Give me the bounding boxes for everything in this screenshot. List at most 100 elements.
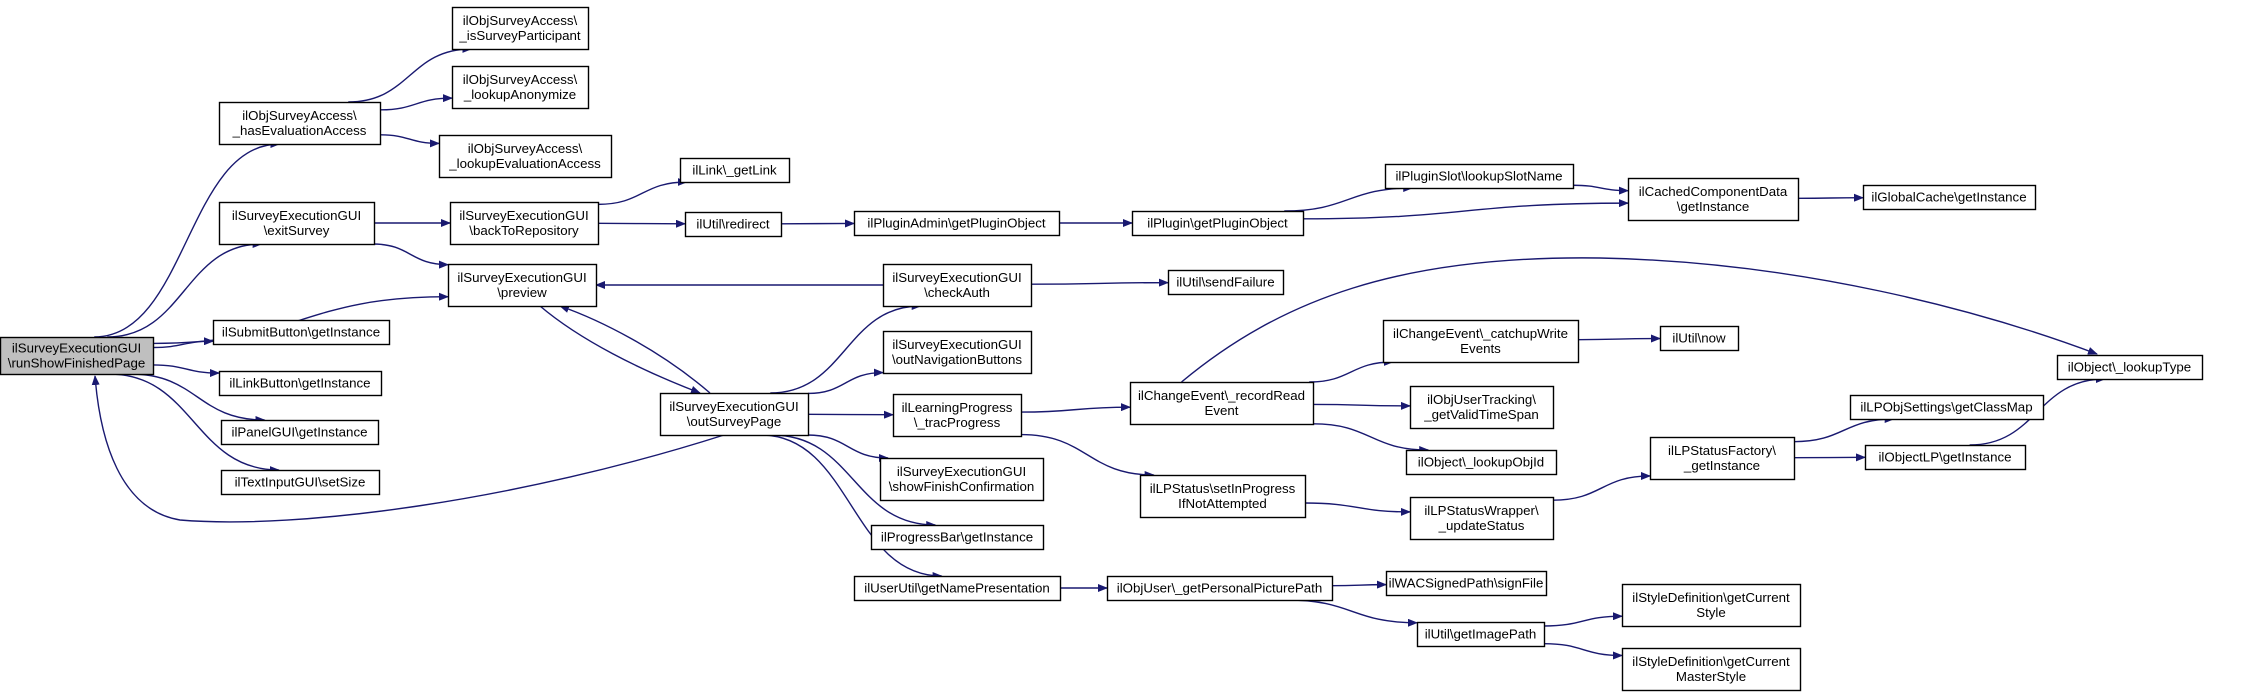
node-label: MasterStyle xyxy=(1676,669,1746,684)
edge-imagePath-to-curMaster xyxy=(1543,642,1623,660)
node-namePres[interactable]: ilUserUtil\getNamePresentation xyxy=(853,575,1062,602)
node-label: ilSurveyExecutionGUI xyxy=(12,341,141,356)
node-getLink[interactable]: ilLink\_getLink xyxy=(679,157,791,184)
node-lookEval[interactable]: ilObjSurveyAccess\_lookupEvaluationAcces… xyxy=(438,134,613,179)
node-box xyxy=(659,392,810,437)
node-label: \runShowFinishedPage xyxy=(8,356,146,371)
node-tracProgress[interactable]: ilLearningProgress\_tracProgress xyxy=(892,393,1023,438)
node-label: ilSurveyExecutionGUI xyxy=(897,464,1026,479)
node-box xyxy=(449,201,600,246)
node-label: \exitSurvey xyxy=(264,223,330,238)
node-hasEval[interactable]: ilObjSurveyAccess\_hasEvaluationAccess xyxy=(218,101,382,146)
node-cachedComp[interactable]: ilCachedComponentData\getInstance xyxy=(1627,177,1800,222)
node-box xyxy=(1139,474,1307,519)
node-panelGUI[interactable]: ilPanelGUI\getInstance xyxy=(220,419,380,446)
node-lookAnon[interactable]: ilObjSurveyAccess\_lookupAnonymize xyxy=(451,65,590,110)
node-utilNow[interactable]: ilUtil\now xyxy=(1659,325,1740,352)
node-root[interactable]: ilSurveyExecutionGUI\runShowFinishedPage xyxy=(0,336,155,376)
node-box xyxy=(882,330,1033,375)
node-label: ilPluginSlot\lookupSlotName xyxy=(1395,169,1562,184)
edge-line xyxy=(1543,612,1623,627)
edge-line xyxy=(597,178,688,206)
node-label: ilSurveyExecutionGUI xyxy=(669,399,798,414)
node-box xyxy=(438,134,613,179)
node-submitBtn[interactable]: ilSubmitButton\getInstance xyxy=(212,319,391,346)
node-box xyxy=(1385,570,1548,597)
node-globalCache[interactable]: ilGlobalCache\getInstance xyxy=(1862,184,2037,211)
node-box xyxy=(1129,381,1315,426)
node-label: ilUtil\redirect xyxy=(696,217,769,232)
node-textInput[interactable]: ilTextInputGUI\setSize xyxy=(220,469,381,496)
node-label: ilTextInputGUI\setSize xyxy=(235,475,366,490)
edge-hasEval-to-lookEval xyxy=(379,134,440,148)
node-box xyxy=(879,457,1045,502)
edge-recordRead-to-validTime xyxy=(1312,401,1411,410)
node-updateStatus[interactable]: ilLPStatusWrapper\_updateStatus xyxy=(1409,496,1555,541)
node-personalPic[interactable]: ilObjUser\_getPersonalPicturePath xyxy=(1106,575,1334,602)
node-outSurveyPage[interactable]: ilSurveyExecutionGUI\outSurveyPage xyxy=(659,392,810,437)
node-box xyxy=(1131,210,1305,237)
edge-line xyxy=(1304,502,1411,516)
node-label: ilSurveyExecutionGUI xyxy=(459,208,588,223)
edge-root-to-panelGUI xyxy=(130,373,266,424)
node-progressBar[interactable]: ilProgressBar\getInstance xyxy=(870,524,1045,551)
edge-line xyxy=(1302,199,1629,220)
node-exitSurvey[interactable]: ilSurveyExecutionGUI\exitSurvey xyxy=(218,201,376,246)
node-lookupObjId[interactable]: ilObject\_lookupObjId xyxy=(1405,449,1558,476)
node-lookupSlot[interactable]: ilPluginSlot\lookupSlotName xyxy=(1384,163,1575,190)
edge-line xyxy=(1309,358,1394,383)
node-label: ilProgressBar\getInstance xyxy=(881,530,1033,545)
node-label: Events xyxy=(1460,341,1501,356)
edge-line xyxy=(772,434,937,529)
edge-personalPic-to-signFile xyxy=(1331,580,1387,589)
node-redirect[interactable]: ilUtil\redirect xyxy=(684,211,783,238)
node-preview[interactable]: ilSurveyExecutionGUI\preview xyxy=(447,263,598,308)
node-label: ilObject\_lookupObjId xyxy=(1418,455,1544,470)
node-box xyxy=(1862,184,2037,211)
node-label: _getValidTimeSpan xyxy=(1423,407,1539,422)
node-objectLP[interactable]: ilObjectLP\getInstance xyxy=(1864,444,2027,471)
node-getPluginObject[interactable]: ilPluginAdmin\getPluginObject xyxy=(853,210,1061,237)
node-backRepo[interactable]: ilSurveyExecutionGUI\backToRepository xyxy=(449,201,600,246)
edge-line xyxy=(1797,193,1864,202)
node-signFile[interactable]: ilWACSignedPath\signFile xyxy=(1385,570,1548,597)
node-box xyxy=(870,524,1045,551)
node-box xyxy=(1106,575,1334,602)
node-label: ilSurveyExecutionGUI xyxy=(232,208,361,223)
node-linkBtn[interactable]: ilLinkButton\getInstance xyxy=(218,370,383,397)
node-showFinish[interactable]: ilSurveyExecutionGUI\showFinishConfirmat… xyxy=(879,457,1045,502)
node-classMap[interactable]: ilLPObjSettings\getClassMap xyxy=(1849,394,2045,421)
node-label: \backToRepository xyxy=(469,223,579,238)
node-label: \showFinishConfirmation xyxy=(889,479,1035,494)
node-box xyxy=(1849,394,2045,421)
node-label: ilObjSurveyAccess\ xyxy=(468,141,583,156)
node-box xyxy=(853,210,1061,237)
node-box xyxy=(218,201,376,246)
edge-outSurveyPage-to-progressBar xyxy=(772,434,937,529)
node-lookupType[interactable]: ilObject\_lookupType xyxy=(2056,354,2204,381)
node-box xyxy=(2056,354,2204,381)
node-label: ilStyleDefinition\getCurrent xyxy=(1632,590,1790,605)
node-label: ilLinkButton\getInstance xyxy=(229,376,370,391)
node-label: _isSurveyParticipant xyxy=(458,28,581,43)
node-box xyxy=(451,65,590,110)
node-checkAuth[interactable]: ilSurveyExecutionGUI\checkAuth xyxy=(882,263,1033,308)
edge-line xyxy=(770,302,922,394)
node-box xyxy=(1621,583,1802,628)
node-lpFactory[interactable]: ilLPStatusFactory\_getInstance xyxy=(1649,436,1796,481)
node-outNavBtn[interactable]: ilSurveyExecutionGUI\outNavigationButton… xyxy=(882,330,1033,375)
node-label: ilLPStatusFactory\ xyxy=(1668,443,1776,458)
node-pluginGetPO[interactable]: ilPlugin\getPluginObject xyxy=(1131,210,1305,237)
edge-line xyxy=(372,243,449,269)
node-isPart[interactable]: ilObjSurveyAccess\_isSurveyParticipant xyxy=(451,6,590,51)
node-sendFailure[interactable]: ilUtil\sendFailure xyxy=(1167,269,1285,296)
node-label: ilChangeEvent\_catchupWrite xyxy=(1393,326,1568,341)
node-validTime[interactable]: ilObjUserTracking\_getValidTimeSpan xyxy=(1409,385,1555,430)
node-imagePath[interactable]: ilUtil\getImagePath xyxy=(1416,621,1546,648)
edge-line xyxy=(1572,184,1629,195)
